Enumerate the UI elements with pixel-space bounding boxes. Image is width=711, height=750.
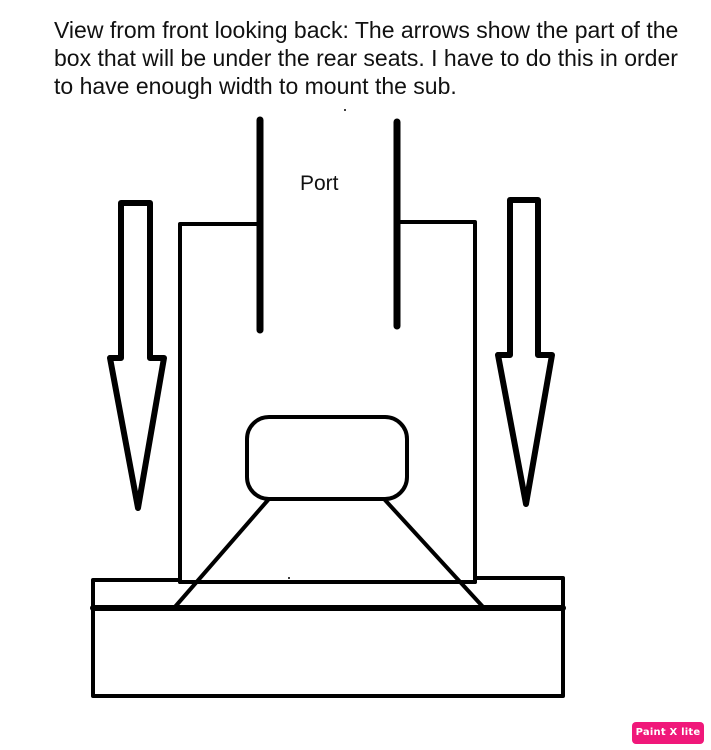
subwoofer-magnet: [245, 415, 409, 501]
port-label: Port: [300, 172, 339, 195]
paint-x-lite-watermark: Paint X lite: [632, 722, 704, 744]
arrow-down-left: [107, 200, 167, 511]
upper-box-right-outline: [395, 220, 477, 584]
stray-mark: [344, 109, 346, 111]
subwoofer-cone-right: [383, 498, 486, 610]
box-base: [91, 576, 565, 698]
upper-box-left-outline: [178, 222, 262, 584]
stray-mark: [288, 577, 290, 579]
subwoofer-cone-left: [172, 498, 270, 610]
caption-text: View from front looking back: The arrows…: [54, 17, 679, 99]
arrow-down-right: [495, 197, 555, 507]
